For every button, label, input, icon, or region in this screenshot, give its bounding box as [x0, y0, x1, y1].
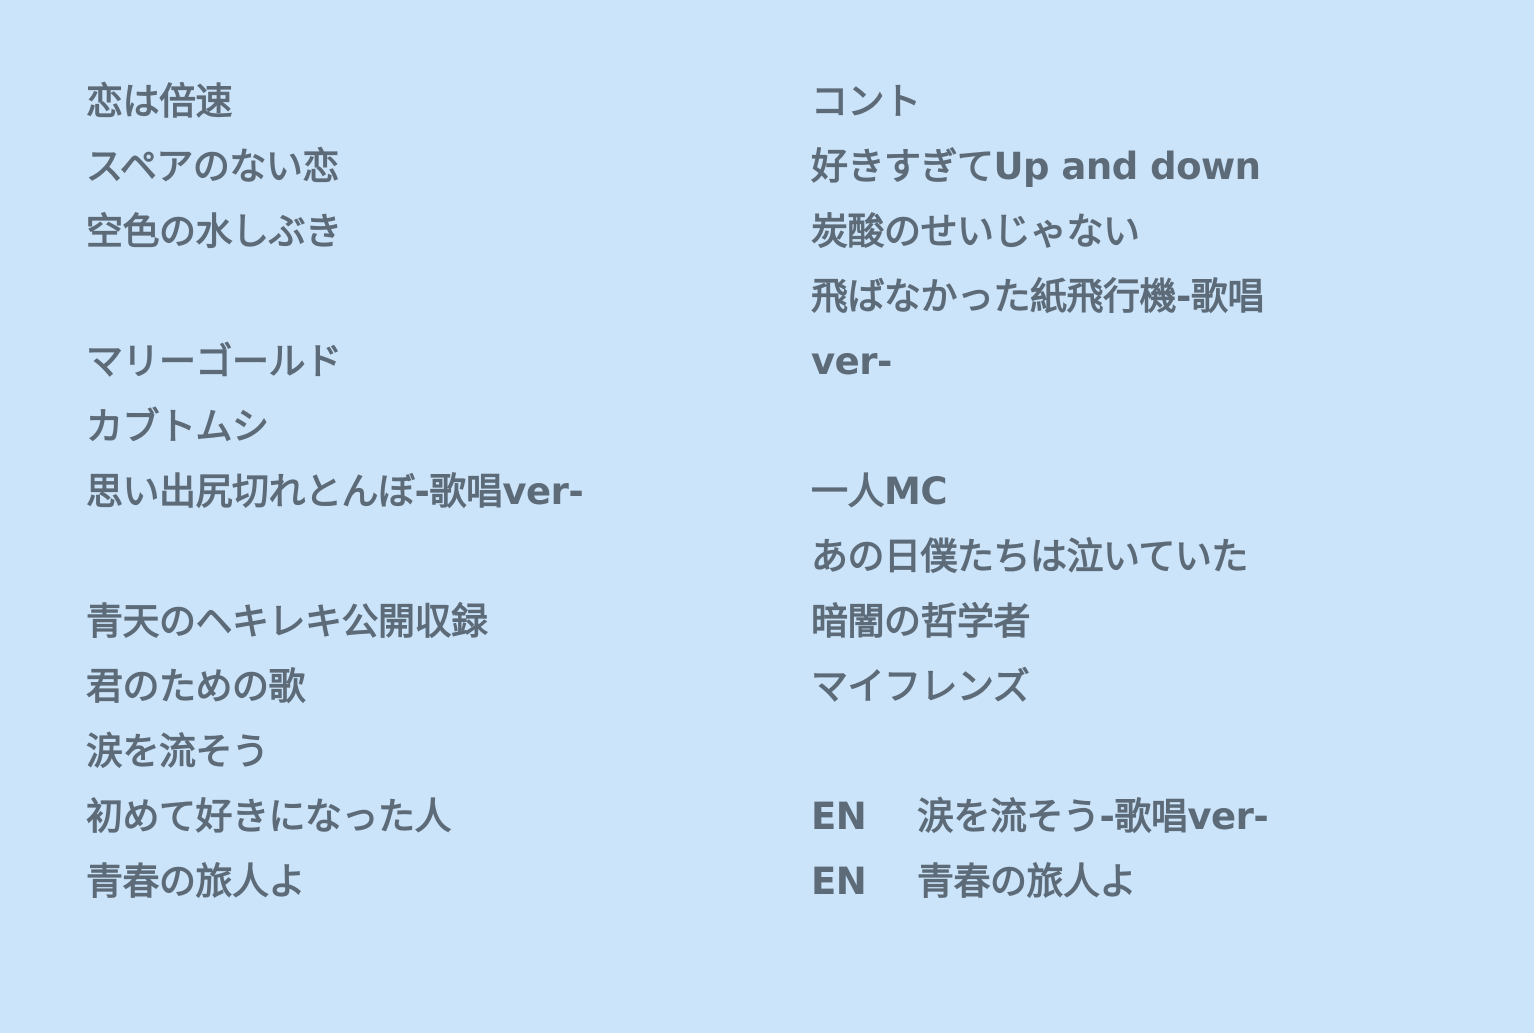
setlist-item: 青春の旅人よ [86, 860, 306, 903]
setlist-spacer [811, 724, 1491, 789]
setlist-item: カブトムシ [86, 405, 269, 448]
setlist-item: 君のための歌 [86, 665, 306, 708]
encore-title: 青春の旅人よ [917, 860, 1137, 903]
setlist-item: 涙を流そう [86, 730, 269, 773]
setlist-item: 一人MC [811, 470, 947, 513]
encore-title: 涙を流そう-歌唱ver- [917, 795, 1269, 838]
setlist-item: あの日僕たちは泣いていた [811, 535, 1248, 578]
setlist-item: 初めて好きになった人 [86, 795, 452, 838]
setlist-spacer [811, 399, 1491, 464]
setlist-item: 好きすぎてUp and down [811, 145, 1261, 188]
encore-tag: EN [811, 795, 867, 838]
encore-item: EN 涙を流そう-歌唱ver- [811, 789, 1491, 854]
setlist-left-column: 恋は倍速 スペアのない恋 空色の水しぶき マリーゴールド カブトムシ 思い出尻切… [86, 74, 766, 919]
setlist-item: ver- [811, 340, 892, 383]
setlist-item: 恋は倍速 [86, 80, 233, 123]
setlist-item: マリーゴールド [86, 340, 342, 383]
setlist-item: マイフレンズ [811, 665, 1030, 708]
setlist-item: 飛ばなかった紙飛行機-歌唱 [811, 275, 1264, 318]
setlist-item: 炭酸のせいじゃない [811, 210, 1140, 253]
setlist-item: スペアのない恋 [86, 145, 339, 188]
setlist-item: コント [811, 80, 921, 123]
setlist-item: 空色の水しぶき [86, 210, 342, 253]
setlist-right-column: コント 好きすぎてUp and down 炭酸のせいじゃない 飛ばなかった紙飛行… [811, 74, 1491, 919]
setlist-item: 暗闇の哲学者 [811, 600, 1031, 643]
setlist-item: 青天のヘキレキ公開収録 [86, 600, 488, 643]
setlist-spacer [86, 529, 766, 594]
encore-item: EN 青春の旅人よ [811, 854, 1491, 919]
setlist-item: 思い出尻切れとんぼ-歌唱ver- [86, 470, 584, 513]
setlist-spacer [86, 269, 766, 334]
encore-tag: EN [811, 860, 867, 903]
